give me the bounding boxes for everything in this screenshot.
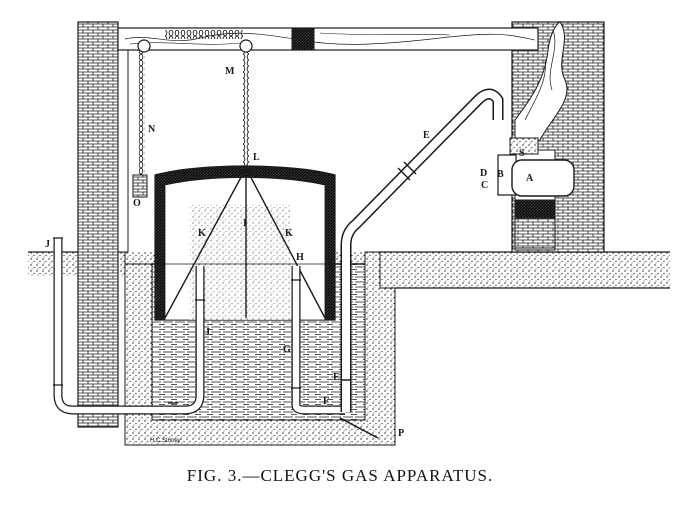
caption-prefix: FIG. 3. [186, 466, 243, 485]
label-p: P [398, 428, 404, 439]
chains [137, 39, 253, 175]
left-brick-wall [77, 21, 129, 428]
ceiling-beam [117, 27, 539, 51]
retort-furnace [497, 137, 575, 249]
inlet-pipe-g [291, 266, 345, 415]
label-j: J [45, 239, 50, 250]
label-o: O [133, 198, 141, 209]
counterweight [132, 174, 148, 198]
label-c: C [481, 180, 488, 191]
label-s: S [519, 148, 525, 159]
label-n: N [148, 124, 156, 135]
label-e2: E [333, 372, 340, 383]
gasholder-bell [154, 165, 336, 321]
label-b: B [497, 169, 504, 180]
caption-text: —CLEGG'S GAS APPARATUS. [242, 466, 494, 485]
label-i: I [243, 218, 247, 229]
label-h: H [296, 252, 304, 263]
part-labels: A B C D E F G H I J J K K L M N O P S E [45, 66, 534, 439]
label-d: D [480, 168, 487, 179]
figure-caption: FIG. 3.—CLEGG'S GAS APPARATUS. [0, 466, 680, 486]
label-g: G [283, 344, 291, 355]
outlet-pipe-j [53, 237, 205, 415]
label-m: M [225, 66, 235, 77]
gas-pipe-e [339, 88, 504, 439]
label-a: A [526, 173, 534, 184]
label-k1: K [198, 228, 206, 239]
label-k2: K [285, 228, 293, 239]
label-l: L [253, 152, 260, 163]
label-e: E [423, 130, 430, 141]
label-j2: J [205, 327, 210, 338]
label-f: F [323, 396, 329, 407]
engraver-signature: H.C.Stoney [150, 438, 181, 444]
